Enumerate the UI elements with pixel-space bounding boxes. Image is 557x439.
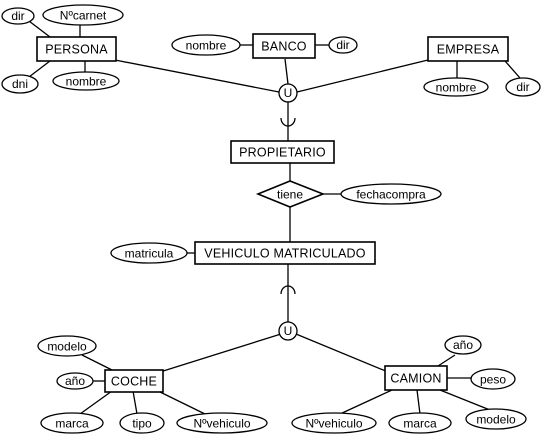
attribute-empresa-nombre: nombre — [423, 77, 489, 97]
attribute-label: dir — [336, 38, 349, 52]
entity-persona-label: PERSONA — [45, 43, 108, 57]
relationship-tiene-label: tiene — [277, 188, 303, 202]
attribute-camion-modelo: modelo — [465, 408, 527, 430]
attribute-persona-dni: dni — [1, 74, 39, 94]
entity-camion: CAMION — [384, 365, 448, 391]
entity-coche-label: COCHE — [111, 375, 157, 389]
attribute-coche-nvehiculo: Nºvehiculo — [176, 412, 268, 434]
attribute-label: tipo — [132, 417, 152, 431]
entity-camion-label: CAMION — [390, 372, 441, 386]
entity-empresa-label: EMPRESA — [437, 43, 500, 57]
attribute-label: Nºvehiculo — [193, 417, 250, 431]
attribute-label: año — [65, 374, 85, 388]
entity-coche: COCHE — [104, 369, 164, 393]
attribute-label: nombre — [186, 39, 227, 53]
attribute-empresa-dir: dir — [505, 77, 541, 97]
attribute-label: año — [453, 338, 473, 352]
attribute-persona-dir: dir — [1, 7, 35, 25]
attribute-label: Nºcarnet — [60, 9, 107, 23]
attribute-label: matricula — [125, 247, 174, 261]
attribute-tiene-fechacompra: fechacompra — [340, 183, 442, 205]
entity-banco: BANCO — [252, 33, 316, 59]
attribute-camion-marca: marca — [388, 412, 452, 434]
entity-persona: PERSONA — [36, 36, 117, 62]
attribute-label: modelo — [47, 340, 87, 354]
attribute-camion-peso: peso — [470, 368, 516, 390]
attribute-camion-anio: año — [444, 335, 482, 355]
attribute-label: dni — [12, 77, 28, 91]
attribute-vehiculo-matricula: matricula — [110, 242, 188, 264]
attribute-label: fechacompra — [356, 188, 426, 202]
attribute-coche-marca: marca — [40, 412, 104, 434]
entity-empresa: EMPRESA — [427, 36, 509, 62]
entity-propietario: PROPIETARIO — [230, 140, 335, 164]
attribute-label: peso — [480, 373, 506, 387]
attribute-banco-dir: dir — [328, 36, 358, 54]
attribute-coche-tipo: tipo — [119, 412, 165, 434]
attribute-label: marca — [55, 417, 89, 431]
union-top-label: U — [284, 86, 293, 100]
attribute-persona-ncarnet: Nºcarnet — [42, 4, 124, 26]
relationship-tiene: tiene — [255, 180, 326, 208]
attribute-label: modelo — [476, 413, 516, 427]
union-circle-top: U — [278, 83, 298, 103]
attribute-label: marca — [403, 417, 437, 431]
union-bottom-label: U — [284, 324, 293, 338]
entity-vehiculo-label: VEHICULO MATRICULADO — [204, 247, 366, 261]
attribute-label: dir — [11, 9, 24, 23]
entity-vehiculo-matriculado: VEHICULO MATRICULADO — [194, 241, 376, 265]
attribute-label: nombre — [436, 81, 477, 95]
union-circle-bottom: U — [278, 321, 298, 341]
attribute-label: Nºvehiculo — [305, 417, 362, 431]
entity-propietario-label: PROPIETARIO — [239, 146, 326, 160]
attribute-label: dir — [516, 80, 529, 94]
attribute-label: nombre — [66, 75, 107, 89]
attribute-camion-nvehiculo: Nºvehiculo — [291, 412, 377, 434]
attribute-coche-modelo: modelo — [37, 335, 97, 357]
connector-lines — [24, 17, 521, 415]
entity-banco-label: BANCO — [261, 40, 307, 54]
attribute-coche-anio: año — [56, 372, 94, 390]
attribute-banco-nombre: nombre — [171, 34, 241, 56]
attribute-persona-nombre: nombre — [52, 71, 120, 91]
